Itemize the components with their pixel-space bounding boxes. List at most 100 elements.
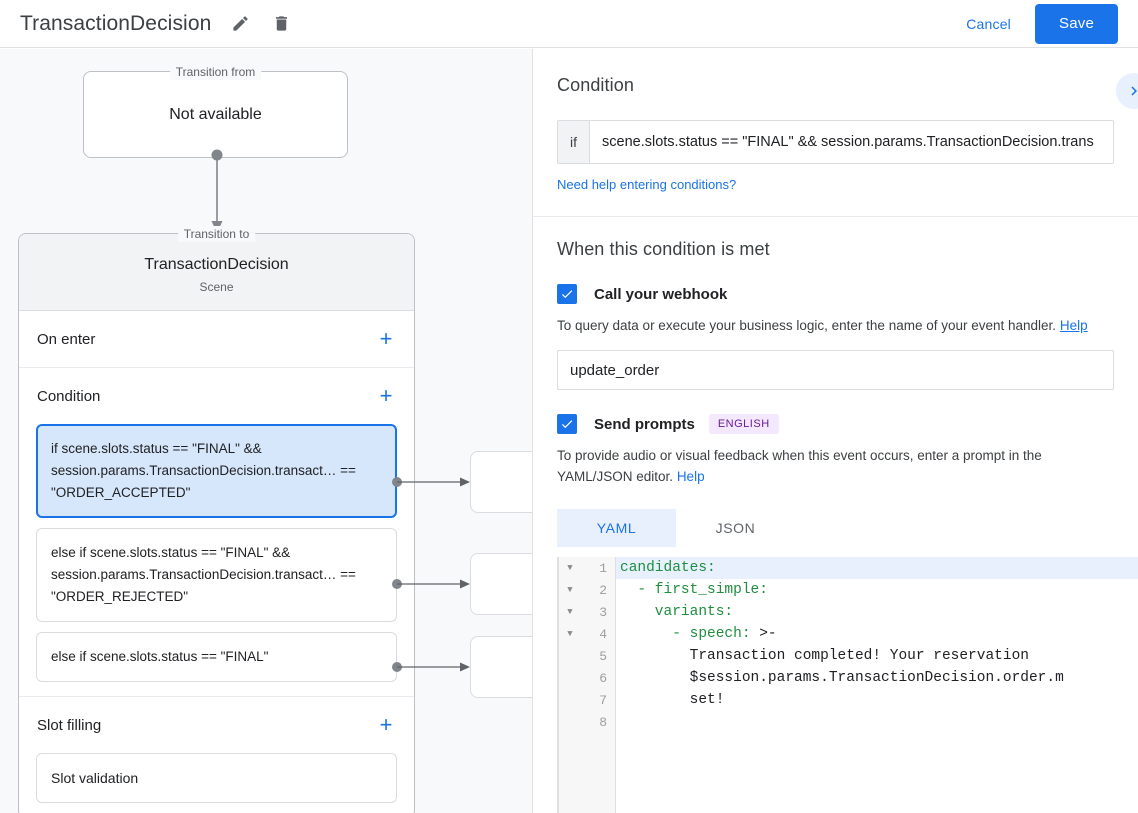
yaml-key: - first_simple: <box>620 582 768 598</box>
section-header-condition: Condition + <box>19 368 414 424</box>
transition-target-card-1[interactable] <box>470 451 532 513</box>
send-prompts-description-text: To provide audio or visual feedback when… <box>557 448 1042 484</box>
call-webhook-row: Call your webhook <box>557 284 1114 304</box>
condition-list: if scene.slots.status == "FINAL" && sess… <box>19 424 414 696</box>
section-slot-filling: Slot filling + Slot validation <box>19 697 414 813</box>
yaml-key: - speech: <box>620 626 760 642</box>
when-condition-met-title: When this condition is met <box>557 239 770 259</box>
tab-json[interactable]: JSON <box>715 520 756 536</box>
section-condition: Condition + if scene.slots.status == "FI… <box>19 368 414 697</box>
language-badge: ENGLISH <box>708 414 779 434</box>
condition-help-link[interactable]: Need help entering conditions? <box>557 177 737 192</box>
flow-connector-arrow <box>211 149 223 233</box>
condition-expression-input[interactable] <box>590 121 1113 163</box>
yaml-value: set! <box>620 692 725 708</box>
yaml-value: Transaction completed! Your reservation <box>620 648 1029 664</box>
editor-code-line[interactable]: $session.params.TransactionDecision.orde… <box>616 667 1138 689</box>
editor-code-line[interactable]: candidates: <box>616 557 1138 579</box>
editor-code-line[interactable]: Transaction completed! Your reservation <box>616 645 1138 667</box>
call-webhook-checkbox[interactable] <box>557 284 577 304</box>
editor-gutter-line: 8 <box>559 711 615 733</box>
section-header-on-enter: On enter + <box>19 311 414 367</box>
editor-line-number: 8 <box>599 714 607 730</box>
transition-from-value: Not available <box>169 105 262 123</box>
editor-code-line[interactable]: - first_simple: <box>616 579 1138 601</box>
editor-line-number: 4 <box>599 626 607 642</box>
editor-gutter-line: ▼2 <box>559 579 615 601</box>
editor-format-tabs: YAML JSON <box>557 509 1114 547</box>
webhook-handler-input[interactable] <box>557 350 1114 390</box>
editor-line-number: 2 <box>599 582 607 598</box>
slot-filling-list: Slot validation <box>19 753 414 813</box>
scene-card-header: TransactionDecision Scene <box>19 234 414 311</box>
yaml-key: variants: <box>620 604 734 620</box>
condition-list-item-1[interactable]: if scene.slots.status == "FINAL" && sess… <box>36 424 397 518</box>
editor-gutter-line: 7 <box>559 689 615 711</box>
editor-gutter-line: ▼3 <box>559 601 615 623</box>
editor-line-number: 6 <box>599 670 607 686</box>
editor-code-line[interactable]: set! <box>616 689 1138 711</box>
editor-line-number: 5 <box>599 648 607 664</box>
condition-edge-2 <box>392 579 470 589</box>
section-on-enter: On enter + <box>19 311 414 368</box>
yaml-key: candidates: <box>620 560 716 576</box>
transition-from-legend: Transition from <box>169 64 262 80</box>
editor-code-line[interactable]: - speech: >- <box>616 623 1138 645</box>
section-label-on-enter: On enter <box>37 330 96 348</box>
cancel-button[interactable]: Cancel <box>956 7 1021 41</box>
editor-gutter-line: ▼4 <box>559 623 615 645</box>
scene-name: TransactionDecision <box>144 256 289 273</box>
transition-to-legend: Transition to <box>177 226 256 242</box>
transition-target-card-3[interactable] <box>470 636 532 698</box>
fold-triangle-icon[interactable]: ▼ <box>567 563 573 573</box>
when-condition-met-section: When this condition is met Call your web… <box>533 217 1138 547</box>
editor-line-number: 3 <box>599 604 607 620</box>
top-app-bar: TransactionDecision Cancel Save <box>0 0 1138 48</box>
save-button[interactable]: Save <box>1035 3 1118 44</box>
send-prompts-description: To provide audio or visual feedback when… <box>557 445 1114 487</box>
trash-delete-icon[interactable] <box>266 9 296 39</box>
section-label-slot-filling: Slot filling <box>37 716 102 734</box>
fold-triangle-icon[interactable]: ▼ <box>567 585 573 595</box>
detail-panel: Condition if Need help entering conditio… <box>532 49 1138 813</box>
editor-code-line[interactable] <box>616 711 1138 733</box>
editor-gutter-line: ▼1 <box>559 557 615 579</box>
section-header-slot-filling: Slot filling + <box>19 697 414 753</box>
editor-gutter-line: 5 <box>559 645 615 667</box>
fold-triangle-icon[interactable]: ▼ <box>567 607 573 617</box>
editor-code-line[interactable]: variants: <box>616 601 1138 623</box>
yaml-value: >- <box>759 626 777 642</box>
editor-gutter-line: 6 <box>559 667 615 689</box>
transition-target-card-2[interactable] <box>470 553 532 615</box>
condition-edge-1 <box>392 477 470 487</box>
editor-line-number: 1 <box>599 560 607 576</box>
condition-list-item-2[interactable]: else if scene.slots.status == "FINAL" &&… <box>36 528 397 622</box>
condition-expression-row: if <box>557 120 1114 164</box>
slot-validation-item[interactable]: Slot validation <box>36 753 397 803</box>
condition-list-item-3[interactable]: else if scene.slots.status == "FINAL" <box>36 632 397 682</box>
if-keyword-label: if <box>558 121 590 163</box>
page-title: TransactionDecision <box>20 11 212 35</box>
edit-pencil-icon[interactable] <box>225 9 255 39</box>
fold-triangle-icon[interactable]: ▼ <box>567 629 573 639</box>
tab-yaml[interactable]: YAML <box>557 509 676 547</box>
chevron-right-icon[interactable] <box>1116 73 1138 109</box>
send-prompts-help-link[interactable]: Help <box>676 469 705 484</box>
add-on-enter-button[interactable]: + <box>379 326 393 351</box>
editor-code-area[interactable]: candidates: - first_simple: variants: - … <box>616 557 1138 813</box>
condition-section-title: Condition <box>557 75 634 95</box>
scene-graph-canvas: Transition from Not available Transition… <box>0 49 532 813</box>
call-webhook-description-text: To query data or execute your business l… <box>557 318 1057 333</box>
add-slot-filling-button[interactable]: + <box>379 712 393 737</box>
send-prompts-label: Send prompts <box>594 415 695 433</box>
transition-to-scene-card: Transition to TransactionDecision Scene … <box>18 226 415 813</box>
section-label-condition: Condition <box>37 387 101 405</box>
send-prompts-checkbox[interactable] <box>557 414 577 434</box>
add-condition-button[interactable]: + <box>379 383 393 408</box>
transition-from-card: Transition from Not available <box>83 64 348 158</box>
call-webhook-description: To query data or execute your business l… <box>557 315 1114 336</box>
call-webhook-help-link[interactable]: Help <box>1059 318 1088 333</box>
scene-type: Scene <box>199 280 234 294</box>
